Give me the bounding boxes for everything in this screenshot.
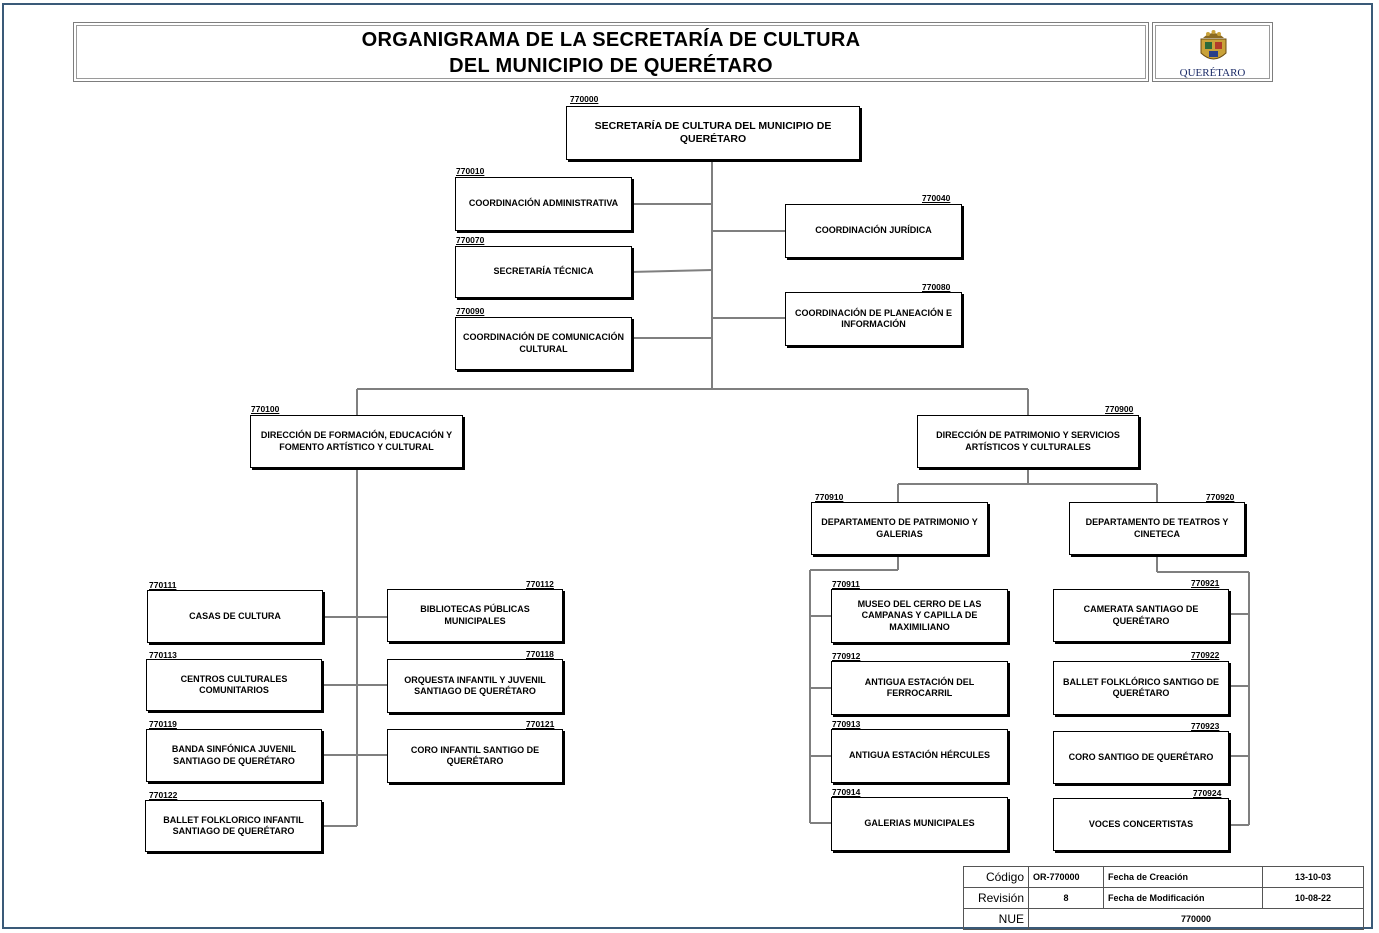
node-code-770119: 770119	[149, 719, 177, 729]
coat-of-arms-icon	[1200, 30, 1227, 60]
fecha-modificacion-value: 10-08-22	[1262, 887, 1364, 909]
title-line-1: ORGANIGRAMA DE LA SECRETARÍA DE CULTURA	[361, 29, 861, 51]
node-coordinacion-comunicacion: COORDINACIÓN DE COMUNICACIÓN CULTURAL	[455, 317, 632, 370]
fecha-modificacion-label: Fecha de Modificación	[1103, 887, 1263, 909]
node-code-770910: 770910	[815, 492, 844, 502]
codigo-value: OR-770000	[1028, 866, 1104, 888]
node-coordinacion-juridica: COORDINACIÓN JURÍDICA	[785, 204, 962, 258]
fecha-creacion-value: 13-10-03	[1262, 866, 1364, 888]
node-museo-cerro-campanas: MUSEO DEL CERRO DE LAS CAMPANAS Y CAPILL…	[831, 589, 1008, 643]
codigo-label: Código	[963, 866, 1029, 888]
logo: QUERÉTARO	[1152, 22, 1273, 82]
node-code-770070: 770070	[456, 235, 485, 245]
node-direccion-patrimonio: DIRECCIÓN DE PATRIMONIO Y SERVICIOS ARTÍ…	[917, 415, 1139, 468]
node-code-770900: 770900	[1105, 404, 1134, 414]
node-code-770000: 770000	[570, 94, 599, 104]
logo-text: QUERÉTARO	[1179, 67, 1246, 79]
node-ballet-folklorico-infantil: BALLET FOLKLORICO INFANTIL SANTIAGO DE Q…	[145, 800, 322, 852]
node-code-770112: 770112	[526, 579, 554, 589]
node-code-770914: 770914	[832, 787, 861, 797]
node-code-770920: 770920	[1206, 492, 1235, 502]
node-code-770122: 770122	[149, 790, 178, 800]
node-direccion-formacion: DIRECCIÓN DE FORMACIÓN, EDUCACIÓN Y FOME…	[250, 415, 463, 468]
fecha-creacion-label: Fecha de Creación	[1103, 866, 1263, 888]
node-galerias-municipales: GALERIAS MUNICIPALES	[831, 797, 1008, 851]
node-code-770911: 770911	[832, 579, 860, 589]
node-code-770040: 770040	[922, 193, 951, 203]
node-casas-de-cultura: CASAS DE CULTURA	[147, 590, 323, 643]
node-voces-concertistas: VOCES CONCERTISTAS	[1053, 798, 1229, 851]
node-bibliotecas-publicas: BIBLIOTECAS PÚBLICAS MUNICIPALES	[387, 589, 563, 642]
node-coordinacion-administrativa: COORDINACIÓN ADMINISTRATIVA	[455, 177, 632, 231]
node-code-770010: 770010	[456, 166, 485, 176]
page-frame	[2, 3, 1373, 929]
node-coro-infantil: CORO INFANTIL SANTIGO DE QUERÉTARO	[387, 729, 563, 783]
document-info-table: Código OR-770000 Fecha de Creación 13-10…	[963, 866, 1364, 930]
node-camerata-santiago: CAMERATA SANTIAGO DE QUERÉTARO	[1053, 589, 1229, 642]
node-code-770922: 770922	[1191, 650, 1220, 660]
revision-label: Revisión	[963, 887, 1029, 909]
node-secretaria-cultura: SECRETARÍA DE CULTURA DEL MUNICIPIO DE Q…	[566, 106, 860, 160]
node-code-770090: 770090	[456, 306, 485, 316]
title-line-2: DEL MUNICIPIO DE QUERÉTARO	[449, 55, 773, 77]
node-code-770111: 770111	[149, 580, 177, 590]
node-code-770924: 770924	[1193, 788, 1222, 798]
node-code-770913: 770913	[832, 719, 861, 729]
nue-value: 770000	[1028, 908, 1364, 930]
node-departamento-teatros: DEPARTAMENTO DE TEATROS Y CINETECA	[1069, 502, 1245, 555]
node-code-770921: 770921	[1191, 578, 1220, 588]
node-code-770100: 770100	[251, 404, 280, 414]
node-code-770923: 770923	[1191, 721, 1220, 731]
node-orquesta-infantil: ORQUESTA INFANTIL Y JUVENIL SANTIAGO DE …	[387, 659, 563, 713]
node-departamento-patrimonio: DEPARTAMENTO DE PATRIMONIO Y GALERIAS	[811, 502, 988, 555]
revision-value: 8	[1028, 887, 1104, 909]
node-code-770080: 770080	[922, 282, 951, 292]
node-code-770912: 770912	[832, 651, 861, 661]
node-code-770113: 770113	[149, 650, 177, 660]
node-coordinacion-planeacion: COORDINACIÓN DE PLANEACIÓN E INFORMACIÓN	[785, 292, 962, 346]
node-banda-sinfonica: BANDA SINFÓNICA JUVENIL SANTIAGO DE QUER…	[146, 729, 322, 782]
node-antigua-estacion-hercules: ANTIGUA ESTACIÓN HÉRCULES	[831, 729, 1008, 783]
node-code-770121: 770121	[526, 719, 555, 729]
nue-label: NUE	[963, 908, 1029, 930]
title-banner: ORGANIGRAMA DE LA SECRETARÍA DE CULTURA …	[73, 22, 1149, 82]
node-antigua-estacion-ferrocarril: ANTIGUA ESTACIÓN DEL FERROCARRIL	[831, 661, 1008, 715]
node-secretaria-tecnica: SECRETARÍA TÉCNICA	[455, 246, 632, 298]
node-ballet-folklorico: BALLET FOLKLÓRICO SANTIGO DE QUERÉTARO	[1053, 661, 1229, 715]
node-code-770118: 770118	[526, 649, 554, 659]
node-centros-culturales: CENTROS CULTURALES COMUNITARIOS	[146, 659, 322, 711]
node-coro-santigo: CORO SANTIGO DE QUERÉTARO	[1053, 731, 1229, 784]
